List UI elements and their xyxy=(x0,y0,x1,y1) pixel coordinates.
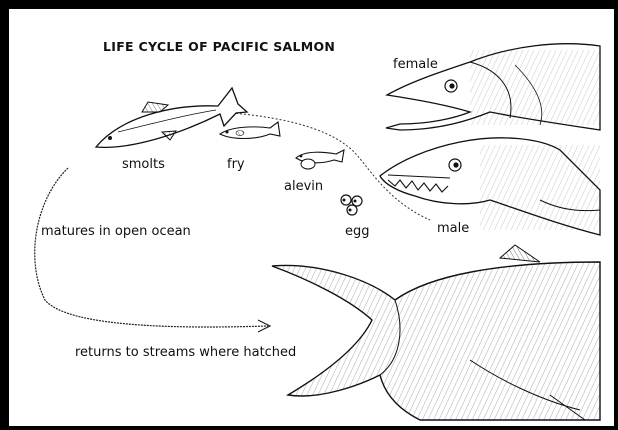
label-egg: egg xyxy=(345,225,370,238)
label-returns-streams: returns to streams where hatched xyxy=(75,346,296,359)
alevin-fish xyxy=(296,150,344,169)
smolt-fish xyxy=(96,88,247,147)
eggs xyxy=(341,195,362,215)
diagram-title: LIFE CYCLE OF PACIFIC SALMON xyxy=(103,39,335,54)
cycle-arrow xyxy=(35,168,268,327)
fry-fish xyxy=(220,122,280,139)
label-fry: fry xyxy=(227,158,245,171)
label-smolts: smolts xyxy=(122,158,165,171)
male-salmon-head xyxy=(380,138,600,235)
label-female: female xyxy=(393,58,438,71)
label-alevin: alevin xyxy=(284,180,323,193)
label-male: male xyxy=(437,222,469,235)
adult-salmon xyxy=(272,245,600,420)
label-matures-ocean: matures in open ocean xyxy=(41,225,191,238)
